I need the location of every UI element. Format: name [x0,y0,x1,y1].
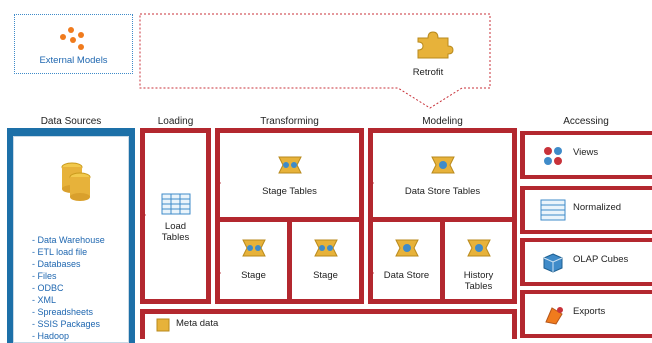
history-tables-cell: History Tables [445,222,512,299]
arrow-icon [140,210,146,220]
data-store-cell: Data Store [373,222,440,299]
table-grid-icon [161,193,191,215]
arrow-icon [215,268,221,278]
external-models-icon [60,27,84,50]
access-exports: Exports [520,290,652,338]
arrow-icon [368,268,374,278]
stage-tables-label: Stage Tables [262,186,317,197]
external-models-label: External Models [39,55,108,66]
list-item: - Files [32,271,57,281]
list-item: - XML [32,295,57,305]
stage-cell-a: Stage [220,222,287,299]
stage-tables-cell: Stage Tables [220,133,359,217]
data-store-tables-label: Data Store Tables [404,186,481,197]
list-item: - ETL load file [32,247,88,257]
views-label: Views [573,147,599,158]
history-icon [467,239,491,257]
olap-label: OLAP Cubes [573,254,629,265]
header-data-sources: Data Sources [40,116,102,127]
stage-cell-b: Stage [292,222,359,299]
database-icon [61,162,91,201]
arrow-icon [368,178,374,188]
external-models-box: External Models [14,14,133,74]
header-accessing: Accessing [563,116,609,127]
stage-label: Stage [241,270,266,281]
stage-icon [278,156,302,174]
puzzle-icon [417,31,454,59]
data-sources-list: - Data Warehouse - ETL load file - Datab… [32,234,105,342]
list-item: - Databases [32,259,81,269]
list-item: - Hadoop [32,331,70,341]
data-sources-panel: - Data Warehouse - ETL load file - Datab… [7,128,135,343]
data-store-tables-cell: Data Store Tables [373,133,512,217]
access-views: Views [520,131,652,179]
data-store-icon [395,239,419,257]
views-icon [544,147,562,165]
normalized-label: Normalized [573,202,622,213]
history-tables-label: History Tables [463,270,494,292]
data-store-label: Data Store [383,270,430,281]
arrow-icon [215,178,221,188]
header-loading: Loading [157,116,194,127]
stage-label: Stage [313,270,338,281]
exports-label: Exports [573,306,606,317]
access-olap: OLAP Cubes [520,238,652,286]
list-item: - SSIS Packages [32,319,101,329]
header-transforming: Transforming [260,116,319,127]
normalized-icon [540,199,566,221]
data-store-icon [431,156,455,174]
stage-icon [314,239,338,257]
stage-icon [242,239,266,257]
list-item: - ODBC [32,283,64,293]
list-item: - Spreadsheets [32,307,94,317]
access-normalized: Normalized [520,186,652,234]
retrofit-label: Retrofit [412,67,444,78]
meta-data-label: Meta data [176,318,219,329]
loading-panel [140,128,211,304]
list-item: - Data Warehouse [32,235,105,245]
load-tables-label: Load Tables [161,221,190,243]
cube-icon [543,253,563,273]
header-modeling: Modeling [422,116,463,127]
exports-icon [545,307,563,325]
meta-data-bar: Meta data [140,309,517,339]
meta-data-icon [156,318,170,332]
